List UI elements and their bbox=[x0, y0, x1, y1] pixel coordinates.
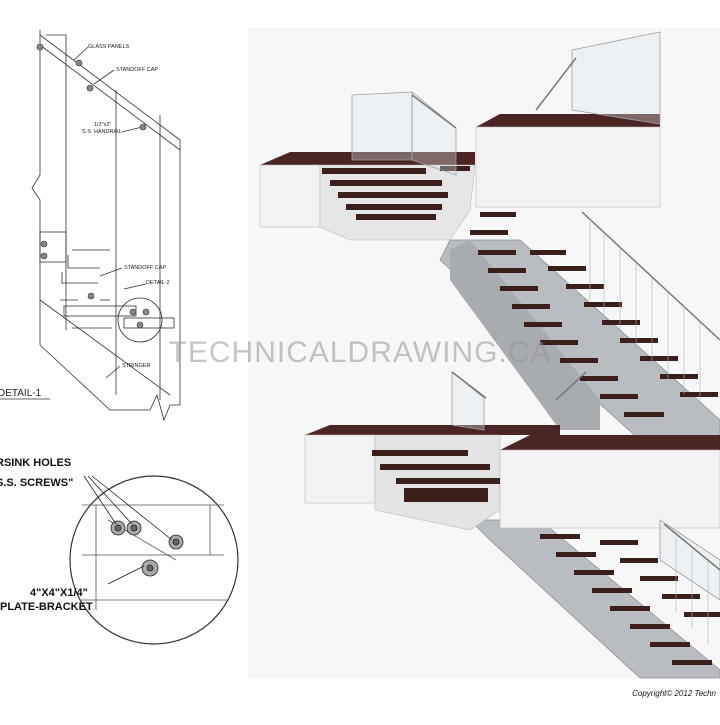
label-detail-1: DETAIL-1 bbox=[0, 388, 42, 399]
landing-mid-left-side bbox=[304, 434, 376, 504]
landing-mid-right-top bbox=[500, 435, 720, 450]
treads-mid-winder bbox=[372, 450, 500, 502]
copyright-notice: Copyright© 2012 Techn bbox=[632, 689, 716, 698]
landing-upper-left-top bbox=[260, 152, 475, 165]
label-handrail-name: S.S. HANDRAIL bbox=[82, 129, 122, 135]
glass-railing bbox=[351, 31, 720, 601]
label-holes-line1: RSINK HOLES bbox=[0, 457, 71, 469]
treads-upper-winder bbox=[322, 166, 470, 220]
label-stringer: STRINGER bbox=[122, 363, 150, 369]
label-standoff-cap-mid: STANDOFF CAP bbox=[124, 265, 166, 271]
landing-upper-right-top bbox=[476, 114, 660, 127]
label-glass-panels: GLASS PANELS bbox=[88, 44, 129, 50]
bracket-zoom-detail: RSINK HOLES S.S. SCREWS" 4"X4"X1/4" PLAT… bbox=[0, 457, 239, 645]
landing-upper-right-side bbox=[475, 126, 661, 208]
stair-rendering bbox=[248, 28, 720, 679]
handrails bbox=[411, 57, 720, 571]
label-holes-line2: S.S. SCREWS" bbox=[0, 477, 73, 489]
detail-1-elevation bbox=[31, 30, 181, 422]
landing-mid-right-side bbox=[499, 449, 720, 529]
standoff-bolts bbox=[36, 43, 150, 329]
treads-lower-flight bbox=[540, 534, 720, 665]
landing-mid-left-top bbox=[305, 425, 560, 435]
landing-upper-left-side bbox=[259, 164, 321, 228]
detail-1-labels: GLASS PANELS STANDOFF CAP 1/2"x2" S.S. H… bbox=[0, 44, 170, 400]
label-detail-2: DETAIL-2 bbox=[146, 280, 170, 286]
screw-heads bbox=[110, 520, 184, 577]
label-bracket-line2: PLATE-BRACKET bbox=[0, 601, 93, 613]
label-standoff-cap-top: STANDOFF CAP bbox=[116, 67, 158, 73]
mid-stringer bbox=[450, 240, 600, 430]
label-bracket-line1: 4"X4"X1/4" bbox=[30, 587, 88, 599]
label-handrail-size: 1/2"x2" bbox=[94, 122, 111, 128]
glass-post-lines bbox=[589, 220, 709, 644]
treads-upper-flight bbox=[470, 212, 718, 417]
